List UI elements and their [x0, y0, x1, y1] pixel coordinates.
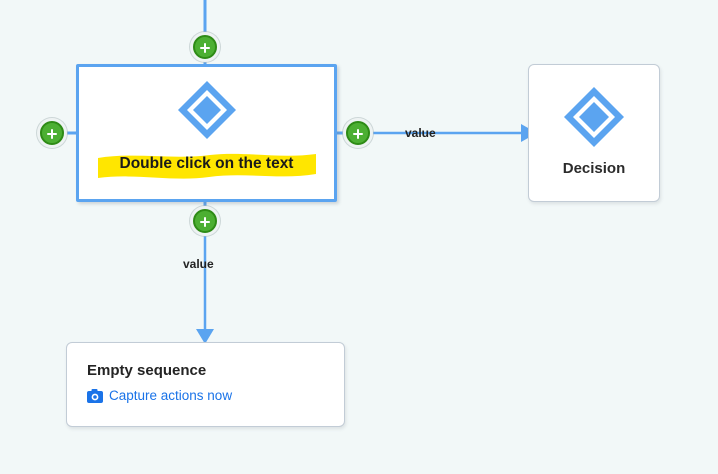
node-selected-activity[interactable]: Double click on the text	[76, 64, 337, 202]
plus-icon-vertical-bar	[357, 128, 359, 139]
add-button-left[interactable]	[37, 118, 67, 148]
edge-label-bottom: value	[183, 257, 214, 271]
edge-label-right: value	[405, 126, 436, 140]
plus-icon	[193, 35, 217, 59]
decision-diamond-icon	[176, 79, 238, 146]
add-button-right[interactable]	[343, 118, 373, 148]
capture-actions-label: Capture actions now	[109, 388, 233, 403]
highlight-marker	[97, 153, 316, 179]
plus-icon	[193, 209, 217, 233]
node-label-text: Double click on the text	[119, 155, 294, 172]
plus-icon-vertical-bar	[204, 42, 206, 53]
capture-actions-link[interactable]: Capture actions now	[87, 388, 232, 403]
plus-icon	[40, 121, 64, 145]
empty-sequence-title: Empty sequence	[87, 362, 207, 379]
arrowhead-bottom	[196, 329, 214, 344]
node-empty-sequence[interactable]: Empty sequence Capture actions now	[66, 342, 345, 427]
plus-icon-vertical-bar	[204, 216, 206, 227]
plus-icon	[346, 121, 370, 145]
node-decision-label: Decision	[562, 160, 626, 177]
add-button-top[interactable]	[190, 32, 220, 62]
node-decision[interactable]: Decision	[528, 64, 660, 202]
node-label-editable[interactable]: Double click on the text	[79, 153, 334, 179]
plus-icon-vertical-bar	[51, 128, 53, 139]
decision-diamond-icon	[562, 85, 626, 154]
camera-icon	[87, 388, 103, 403]
add-button-bottom[interactable]	[190, 206, 220, 236]
